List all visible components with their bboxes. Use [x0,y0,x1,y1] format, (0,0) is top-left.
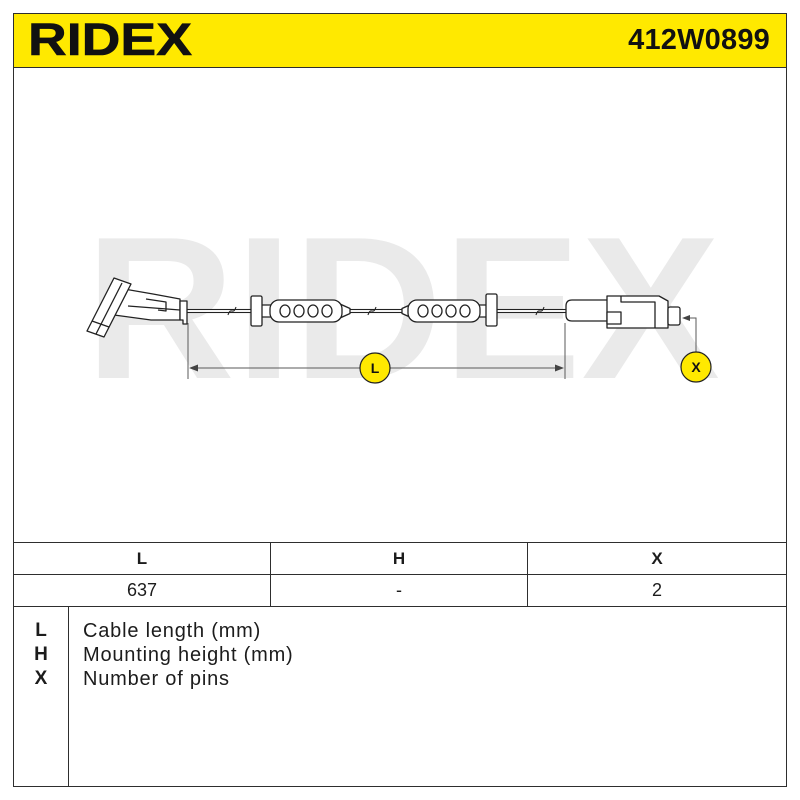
length-badge-label: L [371,360,380,376]
pin-leader-line [688,317,697,352]
legend-key-pins: X [34,668,48,689]
spec-table: L H X 637 - 2 [14,542,786,607]
sensor-collar [179,300,188,325]
grommet-right-flange [485,293,498,327]
grommet-left-rib-2 [293,304,305,318]
grommet-left-rib-3 [307,304,319,318]
sensor-drawing: RIDEX [85,195,720,422]
spec-header-height: H [271,543,528,574]
grommet-right-rib-2 [431,304,443,318]
length-arrow-right [555,364,564,372]
sensor-probe-edge [95,282,123,335]
grommet-right [401,293,498,327]
legend-label-height: Mounting height (mm) [83,644,294,666]
brand-logo-text: RIDEX [28,14,192,65]
header-bar: RIDEX 412W0899 [14,14,786,68]
grommet-left-rib-4 [321,304,333,318]
grommet-left-flange [250,295,263,327]
spec-header-row: L H X [14,543,786,575]
grommet-left-rib-1 [279,304,291,318]
part-number: 412W0899 [628,24,770,56]
cable-break-mark-2 [367,306,377,316]
legend-label-pins: Number of pins [83,668,230,690]
spec-header-length: L [14,543,271,574]
cable-segment-1 [184,308,254,314]
pin-arrow [682,315,690,321]
grommet-right-rib-1 [417,304,429,318]
grommet-right-rib-3 [445,304,457,318]
grommet-right-rib-4 [459,304,471,318]
spec-header-pins: X [651,548,663,568]
cable [184,308,569,314]
sensor-body-seam [127,305,181,311]
legend-key-height: H [34,644,48,665]
length-badge [359,352,391,384]
spec-value-pins: 2 [651,580,662,600]
connector-nose [667,306,681,326]
cable-break-mark-1 [227,306,237,316]
spec-value-length: 637 [14,575,271,606]
pin-count-badge-label: X [691,359,701,375]
cable-break-mark-3 [535,306,545,316]
legend: L H X Cable length (mm) Mounting height … [14,607,786,786]
connector [565,295,681,329]
connector-boot [565,299,609,322]
pin-count-indicator: X [680,315,712,383]
cable-break-marks [227,306,545,316]
legend-label-length: Cable length (mm) [83,620,262,642]
spec-value-height: - [271,575,528,606]
length-arrow-left [189,364,198,372]
grommet-left [250,295,351,327]
legend-key-column: L H X [14,607,69,786]
connector-lock-tab [606,311,622,325]
legend-key-length: L [35,620,47,641]
pin-count-badge [680,351,712,383]
spec-value-row: 637 - 2 [14,575,786,607]
legend-label-column: Cable length (mm) Mounting height (mm) N… [83,619,294,691]
sensor-face [91,320,110,328]
brand-logo: RIDEX [28,14,193,66]
sensor-head [86,277,188,338]
length-dimension: L [187,323,566,384]
connector-latch [620,296,656,328]
sensor-clip [145,298,167,312]
cable-segment-3 [495,308,569,314]
